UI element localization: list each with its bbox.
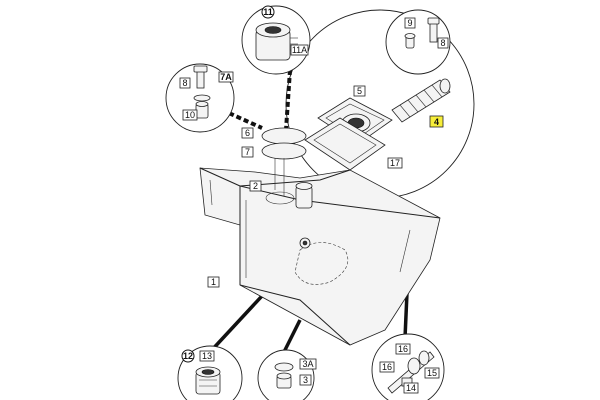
svg-text:8: 8 (182, 78, 187, 88)
label-16-left: 16 (379, 361, 395, 373)
fastener-parts-8-7a-10 (193, 65, 211, 119)
svg-text:17: 17 (390, 158, 400, 168)
label-4: 4 (429, 115, 444, 128)
mounting-bolt-parts (387, 350, 435, 394)
svg-text:16: 16 (382, 362, 392, 372)
label-10: 10 (182, 109, 198, 121)
svg-text:3A: 3A (302, 359, 313, 369)
svg-text:6: 6 (245, 128, 250, 138)
label-11: 11 (261, 5, 275, 19)
leader-top-detail (284, 69, 292, 131)
label-11a: 11A (290, 44, 309, 56)
svg-text:11: 11 (263, 7, 273, 17)
pump-parts-11 (255, 22, 298, 61)
label-17: 17 (387, 157, 403, 169)
svg-text:11A: 11A (292, 45, 307, 55)
plug-washer-parts (274, 362, 294, 389)
label-14: 14 (403, 382, 419, 394)
svg-text:13: 13 (202, 351, 212, 361)
fuel-tank (199, 167, 441, 346)
label-12: 12 (181, 349, 195, 363)
drain-plug-parts (195, 366, 221, 395)
svg-text:4: 4 (434, 117, 439, 127)
filler-hose (391, 78, 451, 123)
svg-text:10: 10 (185, 110, 195, 120)
svg-text:7: 7 (245, 147, 250, 157)
label-1: 1 (207, 276, 220, 288)
label-3: 3 (299, 374, 312, 386)
svg-text:14: 14 (406, 383, 416, 393)
label-7: 7 (241, 146, 254, 158)
bolt-parts-9-8 (404, 17, 440, 49)
svg-text:1: 1 (211, 277, 216, 287)
label-9: 9 (404, 17, 416, 29)
svg-text:12: 12 (183, 351, 193, 361)
svg-text:5: 5 (357, 86, 362, 96)
label-16-top: 16 (395, 343, 411, 355)
svg-text:3: 3 (303, 375, 308, 385)
filler-gasket (304, 117, 386, 171)
label-6: 6 (241, 127, 254, 139)
svg-text:2: 2 (253, 181, 258, 191)
label-2: 2 (249, 180, 262, 192)
label-3a: 3A (299, 358, 317, 370)
label-15: 15 (424, 367, 440, 379)
svg-text:9: 9 (407, 18, 412, 28)
svg-text:16: 16 (398, 344, 408, 354)
label-8-right: 8 (437, 37, 449, 49)
label-5: 5 (353, 85, 366, 97)
label-8-left: 8 (179, 77, 191, 89)
label-13: 13 (199, 350, 215, 362)
label-7a: 7A (218, 71, 234, 83)
svg-text:8: 8 (440, 38, 445, 48)
svg-text:15: 15 (427, 368, 437, 378)
svg-text:7A: 7A (220, 72, 232, 82)
sender-unit (261, 127, 307, 196)
